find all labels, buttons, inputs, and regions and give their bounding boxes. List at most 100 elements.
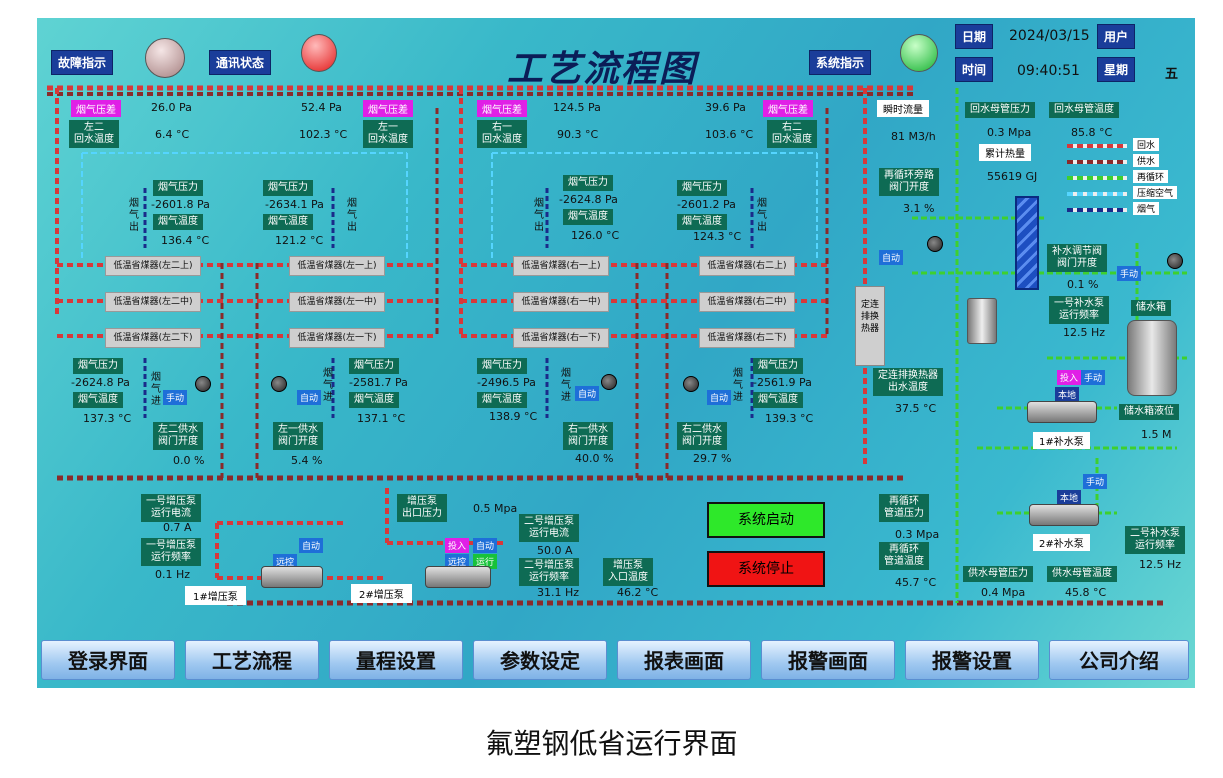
makeup-valve-icon[interactable] <box>1167 253 1183 269</box>
booster1-remote-button[interactable]: 远控 <box>273 554 298 569</box>
recirc-pipe-t-value: 45.7 °C <box>895 576 937 589</box>
right2-pump-icon[interactable] <box>683 376 699 392</box>
left2-in-t-value: 137.3 °C <box>83 412 132 425</box>
booster1-freq-label: 一号增压泵 运行频率 <box>141 538 201 566</box>
figure-caption: 氟塑钢低省运行界面 <box>485 727 738 760</box>
page-title: 工艺流程图 <box>507 49 698 90</box>
makeup2-mode-button[interactable]: 手动 <box>1083 474 1108 489</box>
right1-flue-out: 烟 气 出 <box>534 198 544 233</box>
economizer-right2-upper[interactable]: 低温省煤器(右二上) <box>699 256 795 276</box>
system-start-button[interactable]: 系统启动 <box>707 502 825 538</box>
economizer-right1-upper[interactable]: 低温省煤器(右一上) <box>513 256 609 276</box>
makeup1-local-badge: 本地 <box>1055 387 1080 402</box>
exchanger-out-value: 37.5 °C <box>895 402 937 415</box>
nav-process-flow[interactable]: 工艺流程 <box>185 640 319 680</box>
left1-pump-icon[interactable] <box>271 376 287 392</box>
booster1-cur-label: 一号增压泵 运行电流 <box>141 494 201 522</box>
left1-flue-in: 烟 气 进 <box>323 368 333 403</box>
makeup1-motor-icon[interactable] <box>1027 401 1097 423</box>
booster2-remote-button[interactable]: 远控 <box>445 554 470 569</box>
nav-login[interactable]: 登录界面 <box>41 640 175 680</box>
left1-in-p-value: -2581.7 Pa <box>349 376 408 389</box>
economizer-left1-middle[interactable]: 低温省煤器(左一中) <box>289 292 385 312</box>
economizer-left2-upper[interactable]: 低温省煤器(左二上) <box>105 256 201 276</box>
left2-pump-icon[interactable] <box>195 376 211 392</box>
right2-diff-value: 39.6 Pa <box>705 101 746 114</box>
left1-in-t-value: 137.1 °C <box>357 412 406 425</box>
blowdown-exchanger[interactable]: 定连 排换 热器 <box>855 286 885 366</box>
left2-valve-label: 左二供水 阀门开度 <box>153 422 203 450</box>
recirc-pipe-p-label: 再循环 管道压力 <box>879 494 929 522</box>
date-value: 2024/03/15 <box>1009 28 1090 44</box>
system-indicator-label: 系统指示 <box>809 50 872 75</box>
nav-company-intro[interactable]: 公司介绍 <box>1049 640 1189 680</box>
booster2-auto-button[interactable]: 自动 <box>473 538 498 553</box>
economizer-right1-middle[interactable]: 低温省煤器(右一中) <box>513 292 609 312</box>
right2-diff-label: 烟气压差 <box>763 100 813 117</box>
booster2-name: 2#增压泵 <box>351 584 412 603</box>
recirc-pump-icon[interactable] <box>927 236 943 252</box>
economizer-left2-lower[interactable]: 低温省煤器(左二下) <box>105 328 201 348</box>
right2-flue-out: 烟 气 出 <box>757 198 767 233</box>
plate-heat-exchanger-icon[interactable] <box>1015 196 1039 290</box>
right2-out-p-label: 烟气压力 <box>677 180 727 196</box>
left1-mode-button[interactable]: 自动 <box>297 390 322 405</box>
nav-report[interactable]: 报表画面 <box>617 640 751 680</box>
right2-mode-button[interactable]: 自动 <box>707 390 732 405</box>
system-stop-button[interactable]: 系统停止 <box>707 551 825 587</box>
recirc-mode-button[interactable]: 自动 <box>879 250 904 265</box>
supply-main-t-label: 供水母管温度 <box>1047 566 1117 582</box>
booster2-run-badge: 运行 <box>473 554 498 569</box>
economizer-right2-middle[interactable]: 低温省煤器(右二中) <box>699 292 795 312</box>
right1-temp-value: 90.3 °C <box>557 128 599 141</box>
return-main-p-label: 回水母管压力 <box>965 102 1035 118</box>
left1-temp-value: 102.3 °C <box>299 128 348 141</box>
makeup2-motor-icon[interactable] <box>1029 504 1099 526</box>
week-label: 星期 <box>1097 57 1136 82</box>
economizer-left2-middle[interactable]: 低温省煤器(左二中) <box>105 292 201 312</box>
left2-in-p-value: -2624.8 Pa <box>71 376 130 389</box>
right1-mode-button[interactable]: 自动 <box>575 386 600 401</box>
booster1-name: 1#增压泵 <box>185 586 246 605</box>
recirc-valve-label: 再循环旁路 阀门开度 <box>879 168 939 196</box>
booster1-auto-button[interactable]: 自动 <box>299 538 324 553</box>
right2-out-p-value: -2601.2 Pa <box>677 198 736 211</box>
nav-alarm-settings[interactable]: 报警设置 <box>905 640 1039 680</box>
system-lamp-icon <box>900 34 938 72</box>
user-button[interactable]: 用户 <box>1097 24 1136 49</box>
makeup1-mode-button[interactable]: 手动 <box>1081 370 1106 385</box>
right1-out-p-value: -2624.8 Pa <box>559 193 618 206</box>
left1-valve-value: 5.4 % <box>291 454 323 467</box>
right1-in-p-value: -2496.5 Pa <box>477 376 536 389</box>
right2-temp-value: 103.6 °C <box>705 128 754 141</box>
date-label: 日期 <box>955 24 994 49</box>
nav-alarm[interactable]: 报警画面 <box>761 640 895 680</box>
left2-mode-button[interactable]: 手动 <box>163 390 188 405</box>
water-tank-icon[interactable] <box>1127 320 1177 396</box>
right1-out-t-label: 烟气温度 <box>563 209 613 225</box>
left1-in-t-label: 烟气温度 <box>349 392 399 408</box>
booster1-motor-icon[interactable] <box>261 566 323 588</box>
left1-diff-value: 52.4 Pa <box>301 101 342 114</box>
booster2-motor-icon[interactable] <box>425 566 491 588</box>
nav-parameter-settings[interactable]: 参数设定 <box>473 640 607 680</box>
nav-range-settings[interactable]: 量程设置 <box>329 640 463 680</box>
right2-valve-label: 右二供水 阀门开度 <box>677 422 727 450</box>
economizer-right2-lower[interactable]: 低温省煤器(右二下) <box>699 328 795 348</box>
right1-diff-value: 124.5 Pa <box>553 101 601 114</box>
right1-pump-icon[interactable] <box>601 374 617 390</box>
economizer-right1-lower[interactable]: 低温省煤器(右一下) <box>513 328 609 348</box>
right1-in-t-value: 138.9 °C <box>489 410 538 423</box>
makeup2-pump-name: 2#补水泵 <box>1033 534 1090 551</box>
makeup1-freq-value: 12.5 Hz <box>1063 326 1106 339</box>
tank-level-value: 1.5 M <box>1141 428 1172 441</box>
legend: 回水 供水 再循环 压缩空气 烟气 <box>1067 138 1187 218</box>
supply-main-p-label: 供水母管压力 <box>963 566 1033 582</box>
economizer-left1-lower[interactable]: 低温省煤器(左一下) <box>289 328 385 348</box>
makeup-valve-mode-button[interactable]: 手动 <box>1117 266 1142 281</box>
makeup1-in-button[interactable]: 投入 <box>1057 370 1082 385</box>
booster2-in-button[interactable]: 投入 <box>445 538 470 553</box>
left2-temp-label: 左二 回水温度 <box>69 120 119 148</box>
booster2-cur-label: 二号增压泵 运行电流 <box>519 514 579 542</box>
economizer-left1-upper[interactable]: 低温省煤器(左一上) <box>289 256 385 276</box>
